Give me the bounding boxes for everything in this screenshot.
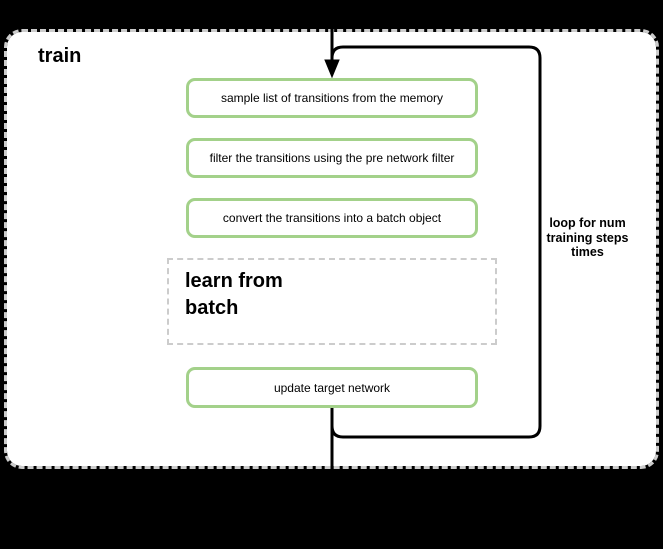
step-label: filter the transitions using the pre net… — [209, 151, 455, 165]
step-box-update-target-network: update target network — [186, 367, 478, 408]
loop-annotation: loop for num training steps times — [546, 216, 629, 259]
step-box-convert-batch: convert the transitions into a batch obj… — [186, 198, 478, 238]
train-label: train — [38, 45, 82, 67]
subprocess-label: learn from batch — [185, 270, 283, 319]
step-box-sample-transitions: sample list of transitions from the memo… — [186, 78, 478, 118]
subprocess-box-learn-from-batch: learn from batch — [167, 258, 497, 345]
step-box-filter-transitions: filter the transitions using the pre net… — [186, 138, 478, 178]
step-label: convert the transitions into a batch obj… — [222, 211, 442, 225]
step-label: update target network — [273, 380, 391, 395]
step-label: sample list of transitions from the memo… — [220, 91, 444, 105]
